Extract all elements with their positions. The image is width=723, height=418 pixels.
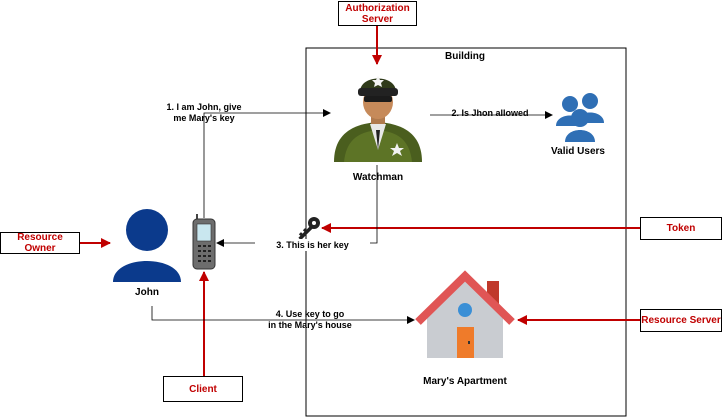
step1-label: 1. I am John, give me Mary's key xyxy=(166,102,242,123)
token-box[interactable]: Token xyxy=(640,217,722,240)
phone-icon xyxy=(192,214,216,270)
client-box[interactable]: Client xyxy=(163,376,243,402)
house-icon xyxy=(415,270,515,358)
step2-label: 2. Is Jhon allowed xyxy=(451,108,529,118)
watchman-icon xyxy=(334,76,422,162)
valid-users-icon xyxy=(556,93,604,142)
building-title: Building xyxy=(445,51,485,62)
step4-label: 4. Use key to go in the Mary's house xyxy=(268,309,352,330)
step3-label: 3. This is her key xyxy=(255,239,370,251)
watchman-label: Watchman xyxy=(352,172,404,183)
apartment-label: Mary's Apartment xyxy=(423,376,507,387)
john-avatar-icon xyxy=(113,209,181,282)
key-icon xyxy=(298,217,320,241)
authorization-server-box[interactable]: Authorization Server xyxy=(338,1,417,26)
step1-arrow xyxy=(203,109,331,218)
valid-users-label: Valid Users xyxy=(551,146,605,157)
resource-owner-box[interactable]: Resource Owner xyxy=(0,232,80,254)
john-label: John xyxy=(135,287,159,298)
step4-arrow xyxy=(151,306,415,324)
resource-server-box[interactable]: Resource Server xyxy=(640,309,722,332)
building-container xyxy=(305,47,627,417)
